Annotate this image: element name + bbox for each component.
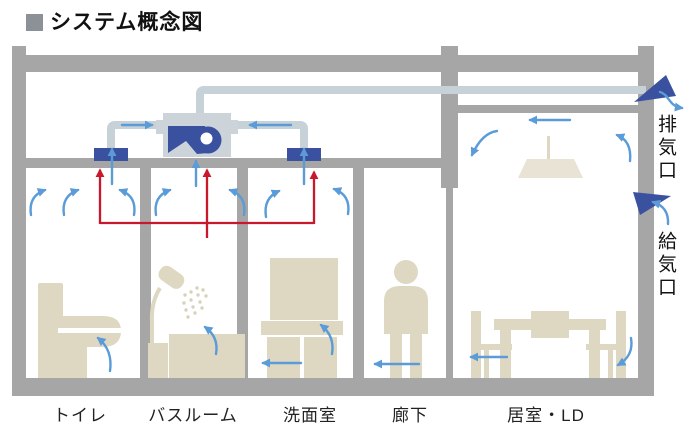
dining-table-icon — [494, 311, 606, 378]
ventilation-fan-icon — [168, 126, 222, 154]
airflow-arrows — [29, 90, 684, 373]
living-ceiling-slab — [450, 105, 638, 113]
airflow-arrow-supply-in — [651, 199, 670, 226]
airflow-arrow-bath-1 — [154, 188, 172, 217]
vanity-door-left — [267, 337, 300, 378]
room-label-corridor: 廊下 — [392, 406, 428, 425]
person-icon — [384, 260, 428, 378]
airflow-arrow-living-right-up — [615, 133, 632, 163]
washroom-corridor-wall — [353, 166, 364, 378]
floor-slab — [12, 378, 654, 396]
duct-toilet-vent — [107, 121, 160, 154]
duct-exhaust-main — [196, 86, 646, 118]
toilet-bathroom-wall — [140, 166, 151, 378]
room-label-washroom: 洗面室 — [283, 406, 337, 425]
ventilation-unit — [156, 113, 238, 157]
ceiling-light-icon — [518, 136, 583, 178]
chair-left-icon — [471, 311, 512, 378]
airflow-arrow-toilet-1 — [29, 188, 47, 217]
room-label-living: 居室・LD — [507, 406, 585, 425]
diagram-title: システム概念図 — [26, 6, 203, 36]
shower-stand — [148, 343, 168, 378]
airflow-arrow-vanity — [319, 323, 334, 356]
unit-flange-left — [156, 120, 164, 134]
bathtub-icon — [169, 334, 245, 378]
exhaust-port-label: 排気口 — [655, 114, 676, 183]
airflow-arrow-living-supply-down — [616, 336, 633, 367]
rooms-ceiling-slab — [26, 158, 446, 168]
airflow-arrow-toilet-2 — [62, 188, 80, 217]
airflow-arrow-living-left-down — [470, 129, 499, 157]
duct-network — [107, 86, 646, 154]
corridor-living-wall-lower — [446, 186, 453, 378]
bathroom-washroom-wall — [237, 166, 248, 378]
airflow-arrow-bathtub — [203, 325, 218, 356]
shower-spray-dots — [182, 286, 208, 319]
airflow-arrow-toilet-3 — [118, 188, 136, 217]
vanity-mirror — [270, 258, 338, 320]
duct-washroom-vent — [234, 121, 308, 154]
airflow-arrow-exhaust-out — [658, 90, 684, 112]
shower-icon — [148, 265, 208, 378]
diagram-title-text: システム概念図 — [50, 11, 204, 34]
title-bullet-square-icon — [26, 13, 43, 31]
outer-wall-right — [638, 46, 654, 396]
exhaust-flow-lines — [95, 168, 319, 238]
room-label-bathroom: バスルーム — [148, 406, 238, 425]
unit-flange-right — [230, 120, 238, 134]
roof-slab — [12, 55, 654, 72]
airflow-arrow-wash-2 — [332, 187, 350, 216]
corridor-living-wall-upper — [441, 46, 458, 188]
outer-wall-left — [12, 46, 26, 396]
vanity-icon — [261, 258, 343, 378]
room-label-toilet: トイレ — [53, 406, 107, 425]
airflow-arrow-bath-2 — [228, 188, 246, 217]
airflow-arrow-wash-1 — [264, 189, 281, 219]
airflow-arrow-toilet-bowl — [96, 336, 112, 373]
vanity-counter — [261, 321, 343, 335]
chair-right-icon — [586, 311, 626, 378]
supply-port-label: 給気口 — [655, 231, 676, 300]
